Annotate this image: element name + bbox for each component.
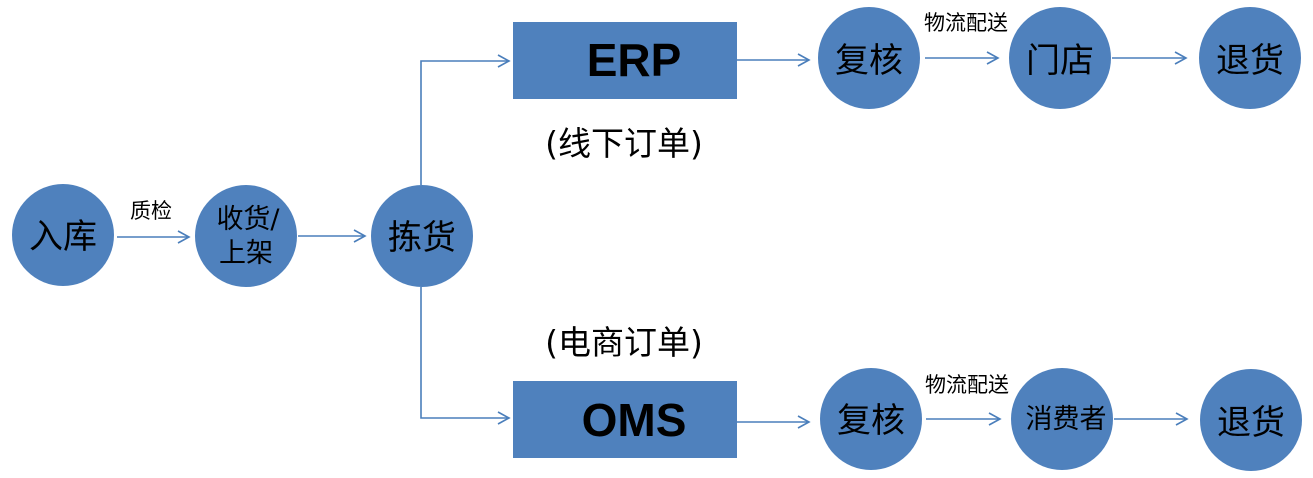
node-pick-label: 拣货 xyxy=(388,218,456,258)
label-logistics-top: 物流配送 xyxy=(924,11,1008,35)
node-erp[interactable]: ERP xyxy=(513,22,737,99)
edge-pick-to-oms xyxy=(420,287,511,425)
node-erp-label: ERP xyxy=(587,34,682,86)
node-store-label: 门店 xyxy=(1026,41,1094,81)
node-review-top-label: 复核 xyxy=(835,41,903,81)
label-logistics-bottom: 物流配送 xyxy=(925,373,1009,397)
node-return-top[interactable]: 退货 xyxy=(1199,7,1301,109)
label-ecommerce-order: (电商订单) xyxy=(545,323,703,362)
node-consumer-label: 消费者 xyxy=(1026,404,1107,435)
node-inbound-label: 入库 xyxy=(29,217,97,257)
node-pick[interactable]: 拣货 xyxy=(371,185,473,287)
edge-pick-to-erp xyxy=(420,54,511,185)
node-consumer[interactable]: 消费者 xyxy=(1011,368,1113,470)
node-review-top[interactable]: 复核 xyxy=(818,7,920,109)
node-return-top-label: 退货 xyxy=(1216,41,1284,81)
node-inbound[interactable]: 入库 xyxy=(12,184,114,286)
label-offline-order: (线下订单) xyxy=(545,124,703,163)
node-receive-label-line2: 上架 xyxy=(219,238,273,269)
label-qc: 质检 xyxy=(130,199,172,223)
node-return-bottom[interactable]: 退货 xyxy=(1200,369,1302,471)
node-oms-label: OMS xyxy=(582,394,687,446)
node-receive[interactable]: 收货/ 上架 xyxy=(195,185,297,287)
node-review-bottom-label: 复核 xyxy=(837,401,905,441)
edges xyxy=(117,51,1189,429)
node-store[interactable]: 门店 xyxy=(1009,7,1111,109)
node-oms[interactable]: OMS xyxy=(513,381,737,458)
node-return-bottom-label: 退货 xyxy=(1217,403,1285,443)
node-receive-label-line1: 收货/ xyxy=(216,204,280,235)
node-review-bottom[interactable]: 复核 xyxy=(820,368,922,470)
